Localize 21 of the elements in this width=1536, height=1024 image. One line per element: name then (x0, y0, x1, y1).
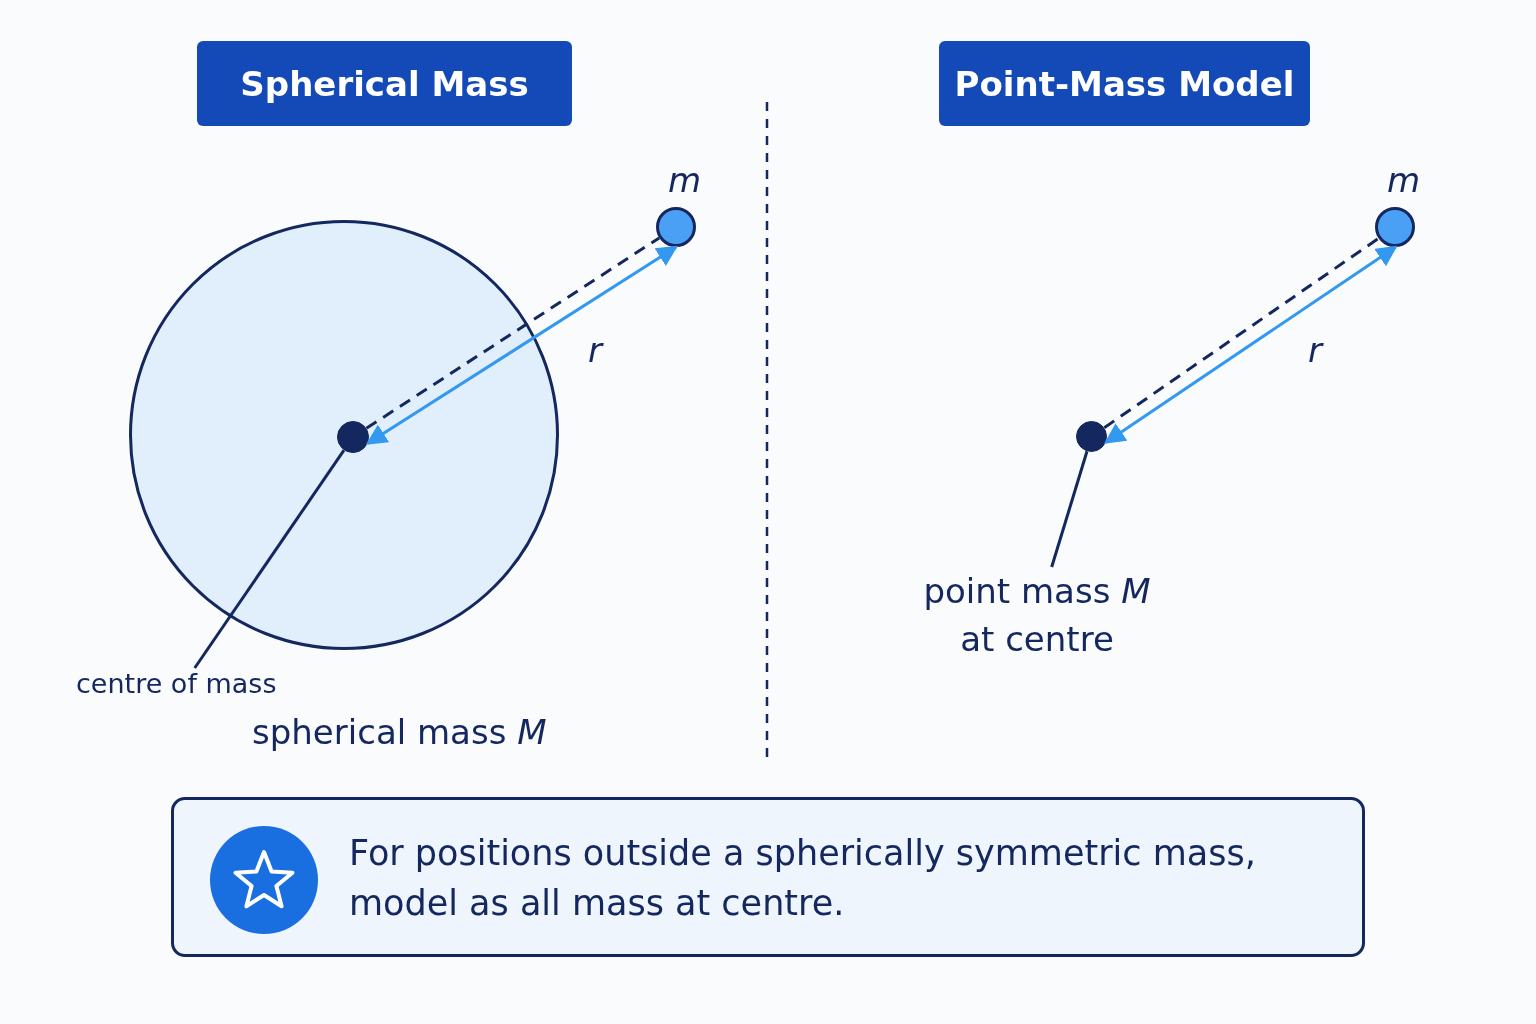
note-text: For positions outside a spherically symmetric mass, model as all mass at centre. (349, 832, 1257, 925)
edge-label: r (588, 330, 602, 370)
mass-circle (1375, 207, 1415, 247)
double-arrow (1104, 245, 1398, 444)
centre-dot (337, 421, 369, 453)
mass-circle (656, 207, 696, 247)
mass-label: m (668, 160, 702, 200)
mass-label: m (1387, 160, 1421, 200)
title-banner: Spherical Mass (197, 41, 572, 126)
double-arrow (365, 245, 678, 445)
title-banner: Point-Mass Model (939, 41, 1310, 126)
leader-line (193, 449, 346, 669)
edge-label: r (1308, 330, 1322, 370)
caption-text: spherical mass M (252, 712, 547, 752)
leader-text: centre of mass (76, 668, 290, 702)
dashed-line (1103, 237, 1380, 429)
note-box (171, 797, 1365, 957)
leader-line (1050, 450, 1089, 568)
point-mass-dot (1076, 421, 1107, 452)
leader-text: point mass M at centre (912, 567, 1162, 663)
dashed-line (365, 236, 660, 430)
